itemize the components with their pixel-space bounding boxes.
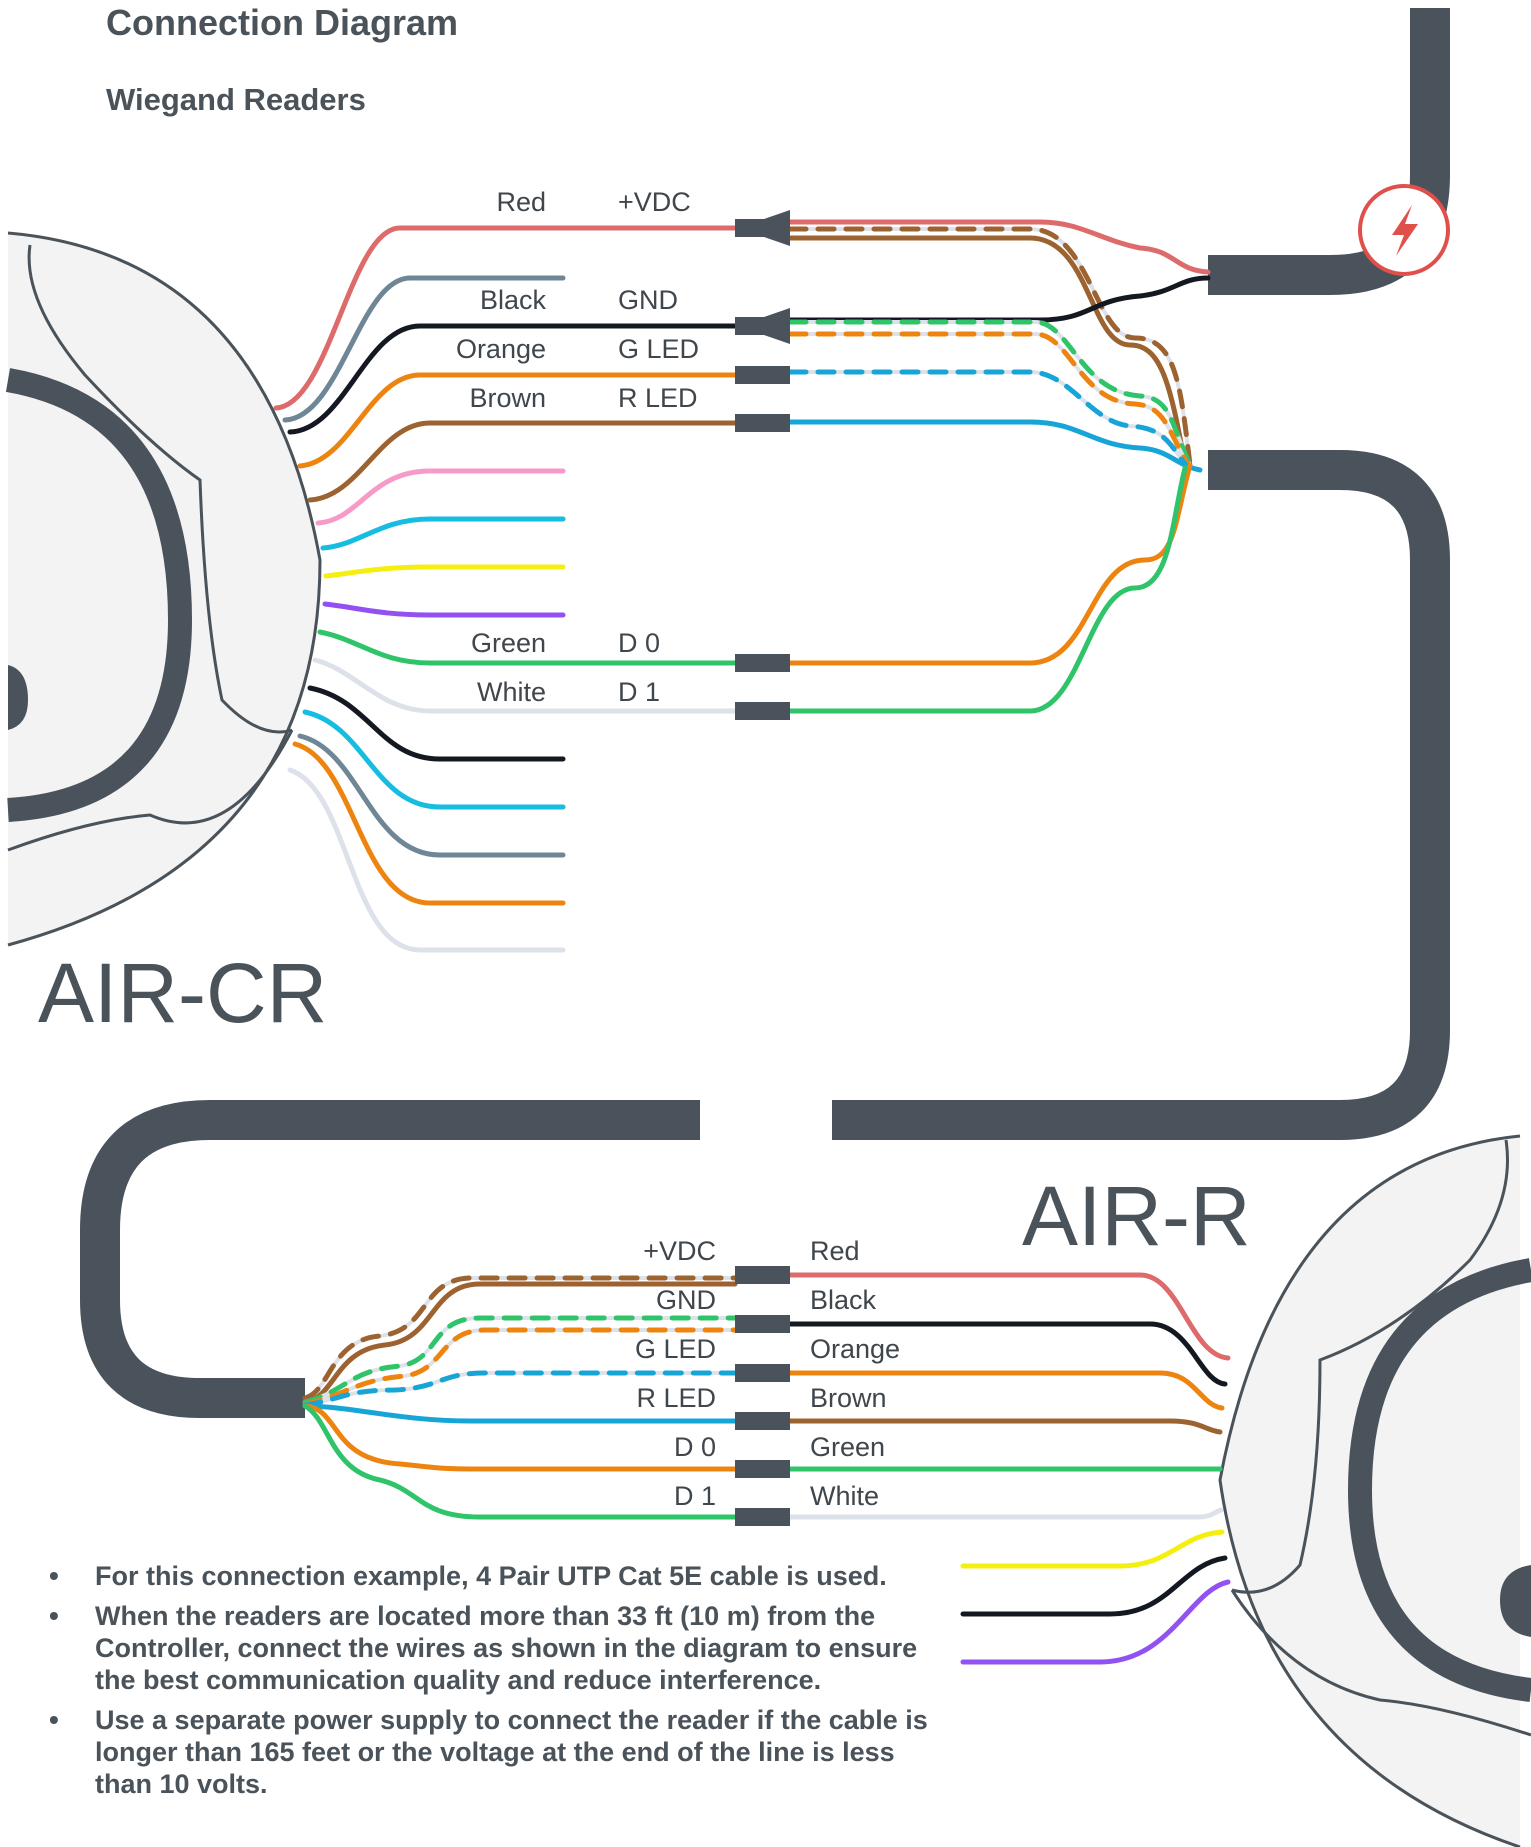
bottom-color-label: Green (810, 1432, 885, 1462)
note-item: When the readers are located more than 3… (45, 1600, 945, 1696)
top-signal-label: +VDC (618, 187, 691, 217)
wire-black-2 (307, 685, 566, 762)
top-color-label: Orange (456, 334, 546, 364)
reader-label: AIR-R (1022, 1169, 1251, 1263)
page-title: Connection Diagram (106, 2, 459, 43)
bottom-signal-label: +VDC (643, 1236, 716, 1266)
top-signal-label: D 0 (618, 628, 660, 658)
top-signal-label: G LED (618, 334, 699, 364)
controller-label: AIR-CR (38, 946, 327, 1040)
notes-list: For this connection example, 4 Pair UTP … (45, 1560, 945, 1808)
bottom-color-label: Orange (810, 1334, 900, 1364)
wire-purple (322, 601, 566, 618)
air-r-device (1218, 1134, 1531, 1847)
bottom-color-label: Black (810, 1285, 877, 1315)
bottom-signal-label: D 0 (674, 1432, 716, 1462)
top-signal-label: R LED (618, 383, 698, 413)
wire-white-2 (287, 767, 566, 953)
wire-white (312, 657, 738, 714)
controller-wires (273, 225, 738, 953)
wire-orange (297, 372, 738, 469)
top-color-label: Black (480, 285, 547, 315)
twisted-pairs-bottom (302, 1275, 738, 1520)
wire-red (273, 225, 738, 411)
wire-orange-2 (292, 741, 566, 906)
top-color-label: White (477, 677, 546, 707)
bottom-signal-label: G LED (635, 1334, 716, 1364)
bottom-color-label: Brown (810, 1383, 887, 1413)
wire-black (287, 323, 738, 435)
cat5e-cable (80, 450, 1450, 1418)
bottom-labels: +VDC Red GND Black G LED Orange R LED Br… (635, 1236, 900, 1511)
power-supply-icon (1358, 184, 1450, 276)
wire-green (317, 629, 738, 666)
bottom-connectors (735, 1266, 790, 1526)
wire-blue-2 (302, 709, 566, 810)
page-subtitle: Wiegand Readers (106, 82, 366, 117)
bottom-signal-label: D 1 (674, 1481, 716, 1511)
bottom-color-label: White (810, 1481, 879, 1511)
top-color-label: Red (496, 187, 546, 217)
wire-yellow (323, 564, 566, 579)
top-color-label: Green (471, 628, 546, 658)
note-item: Use a separate power supply to connect t… (45, 1704, 945, 1800)
bottom-signal-label: GND (656, 1285, 716, 1315)
top-color-label: Brown (469, 383, 546, 413)
wire-pink (315, 468, 566, 526)
reader-wires (787, 1272, 1231, 1665)
bottom-signal-label: R LED (636, 1383, 716, 1413)
air-cr-device (5, 231, 322, 947)
top-signal-label: D 1 (618, 677, 660, 707)
top-connectors (735, 210, 790, 720)
wire-gray-2 (297, 733, 566, 858)
bottom-color-label: Red (810, 1236, 860, 1266)
top-labels: Red +VDC Black GND Orange G LED Brown R … (456, 187, 699, 707)
wire-brown (307, 420, 738, 503)
top-signal-label: GND (618, 285, 678, 315)
wire-cyan (320, 516, 566, 551)
twisted-pairs-top (787, 219, 1211, 714)
wire-gray (282, 275, 566, 423)
note-item: For this connection example, 4 Pair UTP … (45, 1560, 945, 1592)
